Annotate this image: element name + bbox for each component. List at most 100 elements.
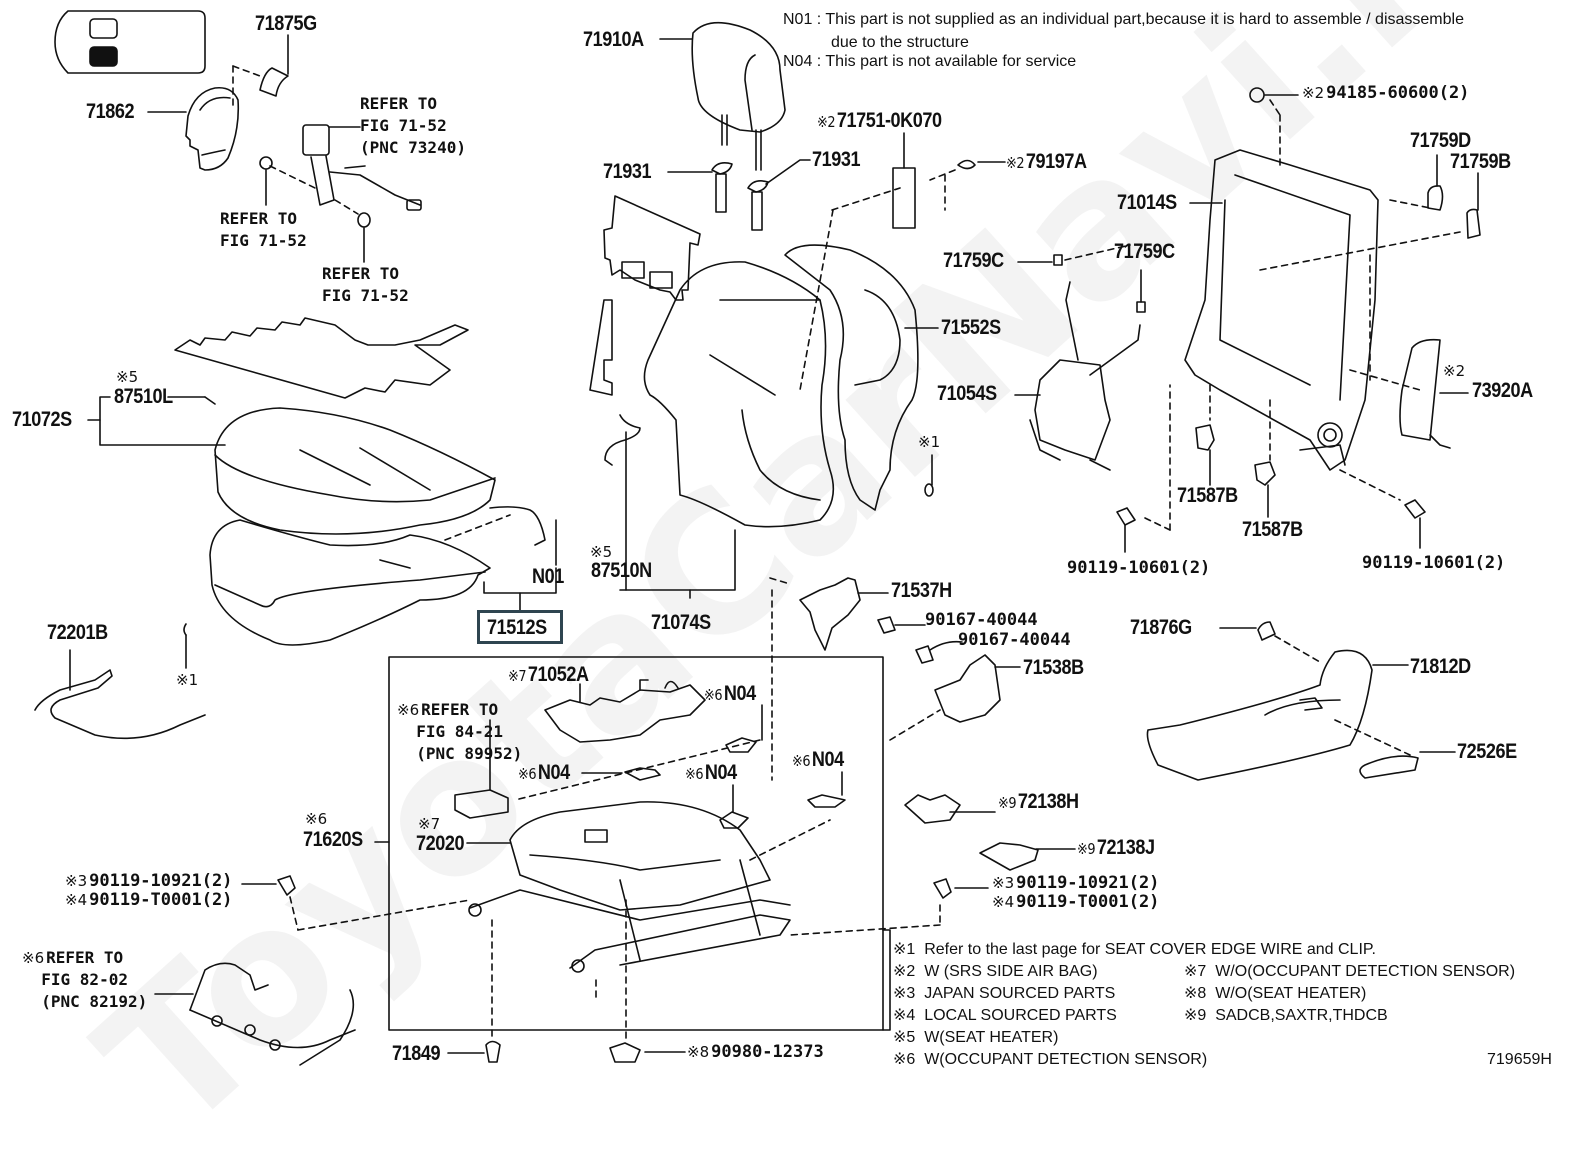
part-label[interactable]: 71759C xyxy=(1114,240,1175,263)
part-number: 72138H xyxy=(1017,790,1079,813)
legend-text: JAPAN SOURCED PARTS xyxy=(924,985,1116,1002)
part-label-71052A[interactable]: ※771052A xyxy=(508,664,589,685)
part-number: N04 xyxy=(537,761,570,784)
highlighted-part-box[interactable] xyxy=(477,610,563,644)
part-label[interactable]: 87510L xyxy=(114,385,173,408)
footnote-mark: ※8 xyxy=(687,1043,710,1061)
legend-mark: ※5 xyxy=(893,1029,916,1046)
footnote-mark: ※6 xyxy=(305,810,328,828)
part-label-72138J[interactable]: ※972138J xyxy=(1077,837,1155,858)
legend-mark: ※7 xyxy=(1184,963,1207,980)
seat-frame-shape xyxy=(469,802,790,972)
legend-item: ※4 LOCAL SOURCED PARTS xyxy=(893,1008,1117,1024)
legend-mark: ※2 xyxy=(893,963,916,980)
page-up-box[interactable] xyxy=(90,19,117,38)
part-label[interactable]: N01 xyxy=(532,565,564,588)
part-label-highlighted[interactable]: 71512S xyxy=(487,616,547,639)
part-label-n04[interactable]: ※6N04 xyxy=(685,762,737,783)
part-label[interactable]: 72526E xyxy=(1457,740,1517,763)
legend-item: ※7 W/O(OCCUPANT DETECTION SENSOR) xyxy=(1184,964,1515,980)
part-label[interactable]: 90119-10601(2) xyxy=(1067,558,1211,578)
part-label[interactable]: 71759D xyxy=(1410,129,1471,152)
legend-mark: ※9 xyxy=(1184,1007,1207,1024)
legend-item: ※1 Refer to the last page for SEAT COVER… xyxy=(893,942,1376,958)
part-label[interactable]: 71759C xyxy=(943,249,1004,272)
part-label[interactable]: 71587B xyxy=(1242,518,1303,541)
part-label[interactable]: 87510N xyxy=(591,559,652,582)
legend-item: ※9 SADCB,SAXTR,THDCB xyxy=(1184,1008,1388,1024)
legend-text: W (SRS SIDE AIR BAG) xyxy=(924,963,1098,980)
part-label[interactable]: 71862 xyxy=(86,100,135,123)
part-label[interactable]: 71620S xyxy=(303,828,363,851)
part-label[interactable]: 71537H xyxy=(891,579,952,602)
part-label[interactable]: 71014S xyxy=(1117,191,1177,214)
part-label[interactable]: 72020 xyxy=(416,832,465,855)
page-down-box[interactable] xyxy=(90,47,117,66)
part-label[interactable]: 71054S xyxy=(937,382,997,405)
footnote-mark: ※5 xyxy=(590,543,613,561)
footnote-mark: ※7 xyxy=(508,667,527,685)
part-label[interactable]: 90167-40044 xyxy=(958,630,1071,650)
part-label[interactable]: 71812D xyxy=(1410,655,1471,678)
part-label-n04[interactable]: ※6N04 xyxy=(792,749,844,770)
footnote-mark: ※1 xyxy=(918,433,941,451)
part-number: 72138J xyxy=(1096,836,1155,859)
part-label[interactable]: 71931 xyxy=(603,160,652,183)
legend-text: SADCB,SAXTR,THDCB xyxy=(1215,1007,1388,1024)
part-label[interactable]: 71538B xyxy=(1023,656,1084,679)
note-n01: N01 : This part is not supplied as an in… xyxy=(783,11,1464,28)
line-art xyxy=(0,0,1592,1099)
reference-text: REFER TO FIG 82-02 (PNC 82192) xyxy=(41,948,148,1011)
part-label[interactable]: 90167-40044 xyxy=(925,610,1038,630)
legend-text: W(OCCUPANT DETECTION SENSOR) xyxy=(924,1051,1208,1068)
legend-text: LOCAL SOURCED PARTS xyxy=(924,1007,1117,1024)
part-label[interactable]: 71931 xyxy=(812,148,861,171)
part-label[interactable]: 71074S xyxy=(651,611,711,634)
part-label[interactable]: 71875G xyxy=(255,12,317,35)
reference-label[interactable]: REFER TO FIG 71-52 xyxy=(220,209,307,250)
note-text: This part is not supplied as an individu… xyxy=(825,11,1464,28)
part-label-n04[interactable]: ※6N04 xyxy=(704,683,756,704)
part-label[interactable]: 71759B xyxy=(1450,150,1511,173)
footnote-mark: ※9 xyxy=(998,794,1017,812)
part-label-71751[interactable]: ※271751-0K070 xyxy=(817,110,942,131)
seatback-pad-shape xyxy=(785,245,918,510)
part-label[interactable]: 71910A xyxy=(583,28,644,51)
headrest-shape xyxy=(692,23,785,170)
part-label-n04[interactable]: ※6N04 xyxy=(518,762,570,783)
part-label[interactable]: 71552S xyxy=(941,316,1001,339)
reference-text: REFER TO FIG 84-21 (PNC 89952) xyxy=(416,700,523,763)
part-label[interactable]: 73920A xyxy=(1472,379,1533,402)
note-code: N01 xyxy=(783,11,813,28)
part-label[interactable]: 71849 xyxy=(392,1042,441,1065)
part-label[interactable]: 71587B xyxy=(1177,484,1238,507)
part-number: 90980-12373 xyxy=(711,1042,824,1062)
footnote-mark: ※2 xyxy=(1006,154,1025,172)
legend-mark: ※6 xyxy=(893,1051,916,1068)
part-label-79197A[interactable]: ※279197A xyxy=(1006,151,1087,172)
footnote-mark: ※4 xyxy=(65,891,88,909)
reference-label[interactable]: REFER TO FIG 71-52 (PNC 73240) xyxy=(360,94,466,157)
footnote-mark: ※7 xyxy=(418,815,441,833)
footnote-mark: ※6 xyxy=(518,765,537,783)
part-label[interactable]: 71072S xyxy=(12,408,72,431)
legend-mark: ※4 xyxy=(893,1007,916,1024)
note-n01-continuation: due to the structure xyxy=(831,34,969,51)
part-number: N04 xyxy=(811,748,844,771)
note-code: N04 xyxy=(783,53,813,70)
reference-label[interactable]: REFER TO FIG 71-52 xyxy=(322,264,409,305)
part-label[interactable]: 90119-10601(2) xyxy=(1362,553,1506,573)
legend-item: ※6 W(OCCUPANT DETECTION SENSOR) xyxy=(893,1052,1207,1068)
part-label[interactable]: 71876G xyxy=(1130,616,1192,639)
footnote-mark: ※6 xyxy=(685,765,704,783)
part-label-72138H[interactable]: ※972138H xyxy=(998,791,1079,812)
part-label[interactable]: 72201B xyxy=(47,621,108,644)
